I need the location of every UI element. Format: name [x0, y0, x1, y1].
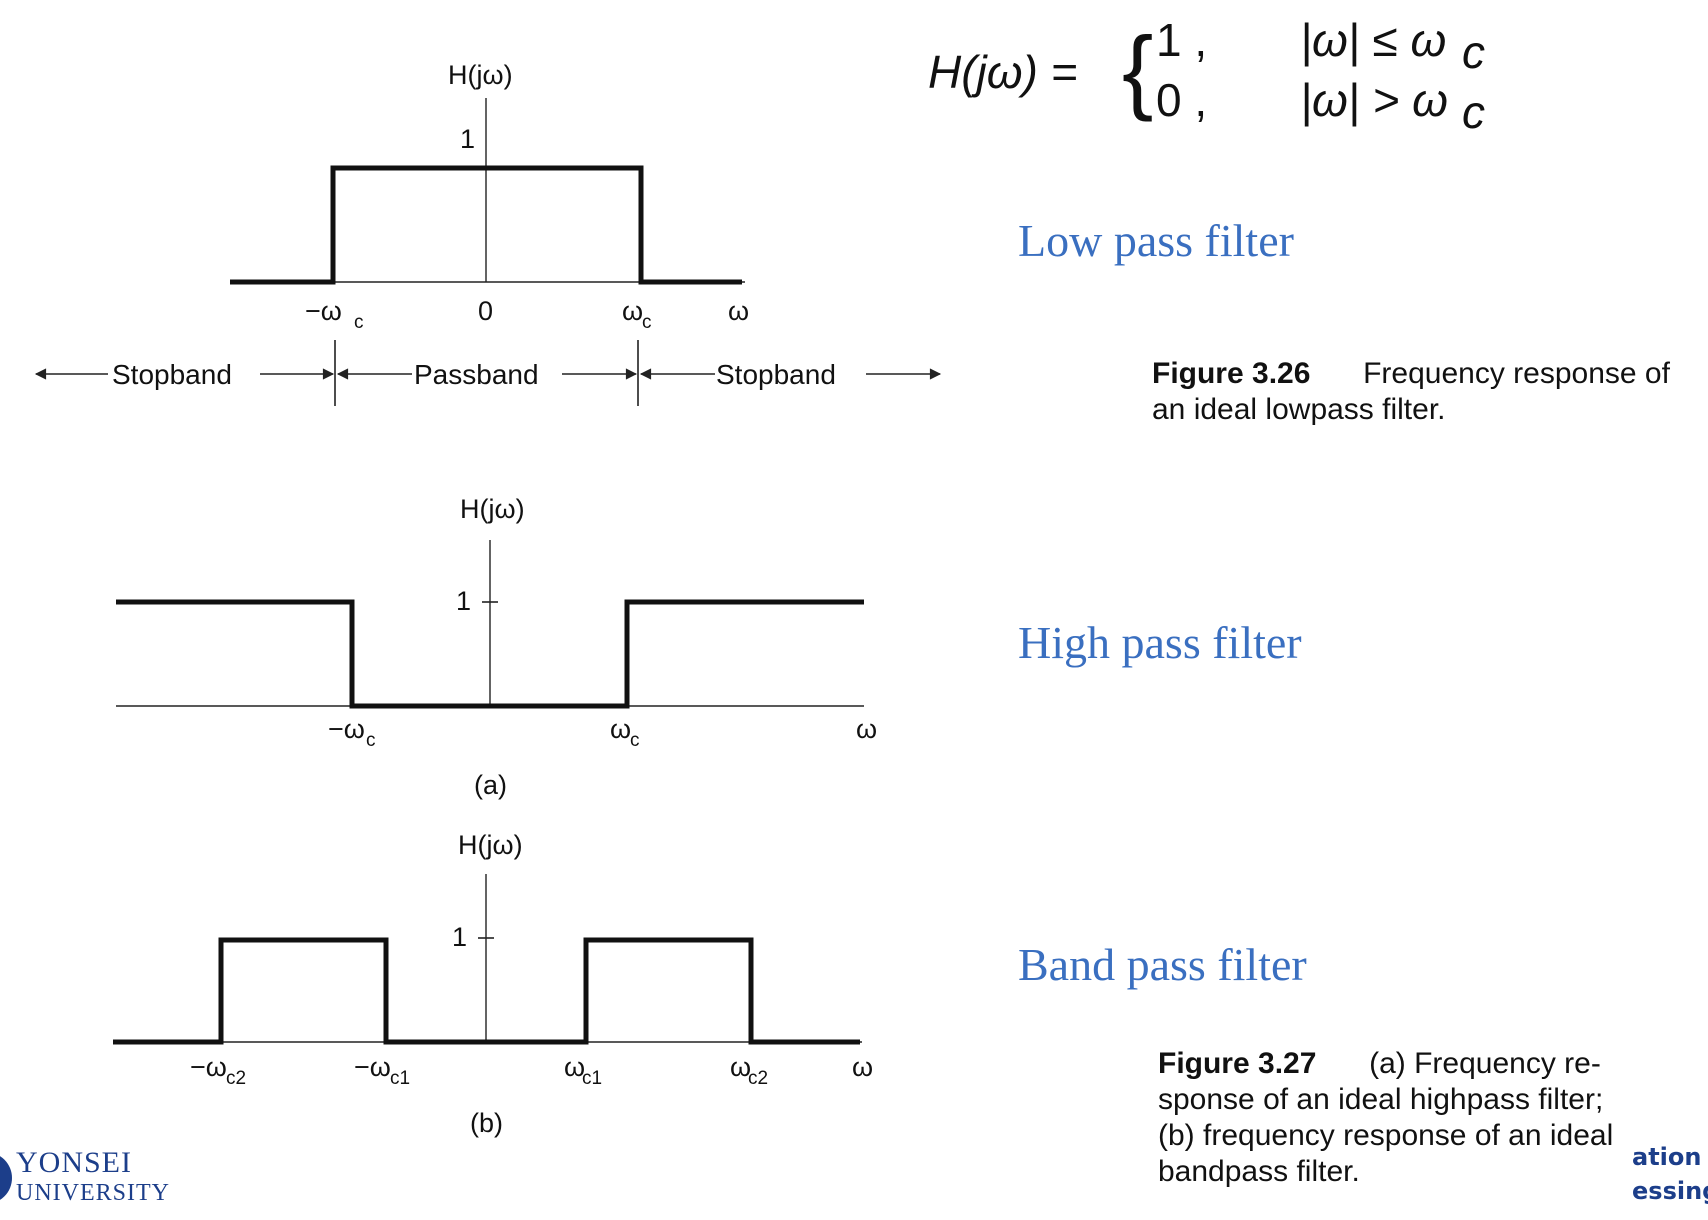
bandpass-x-omega: ω: [852, 1052, 873, 1082]
bandpass-tick-neg-wc2-sub: c2: [226, 1068, 246, 1089]
lowpass-tick-wc-sub: c: [642, 312, 652, 333]
lowpass-x-omega: ω: [728, 296, 749, 326]
bandpass-filter-title: Band pass filter: [1018, 939, 1307, 990]
highpass-tick-wc: ω: [610, 714, 631, 744]
highpass-ylabel: H(jω): [460, 494, 525, 524]
lowpass-tick-neg-wc: −ω: [305, 296, 342, 326]
highpass-response: [116, 599, 864, 709]
highpass-panel-label: (a): [474, 770, 507, 800]
lowpass-plot: H(jω) 1 −ω c 0 ω c ω Stopband Passband S…: [34, 60, 942, 406]
highpass-filter-title: High pass filter: [1018, 617, 1302, 668]
lowpass-ylabel: H(jω): [448, 60, 513, 90]
yonsei-logo: YONSEI UNIVERSITY: [0, 1142, 180, 1212]
bandpass-tick-neg-wc1-sub: c1: [390, 1068, 410, 1089]
equation-case2-sub: c: [1462, 86, 1485, 138]
figure-3-27-line4: bandpass filter.: [1158, 1155, 1360, 1188]
equation-case2-value: 0 ,: [1156, 74, 1207, 126]
lowpass-filter-title: Low pass filter: [1018, 215, 1294, 266]
logo-line2: UNIVERSITY: [16, 1180, 170, 1206]
band-label-stopband-right: Stopband: [716, 359, 836, 390]
lowpass-tick-wc: ω: [622, 296, 643, 326]
band-label-stopband-left: Stopband: [112, 359, 232, 390]
figure-3-26-line1: Frequency response of: [1363, 357, 1670, 390]
bandpass-tick-wc1: ω: [564, 1052, 585, 1082]
figure-3-27-number: Figure 3.27: [1158, 1047, 1317, 1080]
bandpass-panel-label: (b): [470, 1108, 503, 1138]
equation-case1-sub: c: [1462, 26, 1485, 78]
figure-3-27-line1: (a) Frequency re-: [1369, 1047, 1601, 1080]
equation-brace: {: [1122, 17, 1153, 122]
figure-3-26-number: Figure 3.26: [1152, 357, 1311, 390]
bandpass-ytick-1: 1: [452, 922, 467, 952]
equation-lhs: H(jω) =: [928, 46, 1078, 98]
footer-corner-text: ation essing: [1632, 1140, 1708, 1208]
highpass-ytick-1: 1: [456, 586, 471, 616]
bandpass-plot: H(jω) 1 −ω c2 −ω c1 ω c1 ω c2 ω (b): [113, 830, 873, 1138]
equation-case2-condition: |ω| > ω: [1300, 74, 1448, 126]
figure-3-27-caption: Figure 3.27 (a) Frequency re- sponse of …: [1158, 1046, 1613, 1190]
equation-case1-condition: |ω| ≤ ω: [1300, 14, 1446, 66]
highpass-plot: H(jω) 1 −ω c ω c ω (a): [116, 494, 877, 800]
highpass-tick-wc-sub: c: [630, 730, 640, 751]
highpass-tick-neg-wc: −ω: [328, 714, 365, 744]
logo-line1: YONSEI: [16, 1146, 132, 1179]
filter-equation: H(jω) = { 1 , 0 , |ω| ≤ ω c |ω| > ω c: [928, 14, 1485, 138]
bandpass-response: [113, 937, 860, 1045]
figure-3-26-caption: Figure 3.26 Frequency response of an ide…: [1152, 356, 1670, 428]
bandpass-tick-neg-wc1: −ω: [354, 1052, 391, 1082]
lowpass-tick-neg-wc-sub: c: [354, 312, 364, 333]
bandpass-tick-wc2: ω: [730, 1052, 751, 1082]
equation-case1-value: 1 ,: [1156, 14, 1207, 66]
lowpass-response: [230, 165, 742, 285]
bandpass-ylabel: H(jω): [458, 830, 523, 860]
yonsei-emblem-icon: [0, 1152, 12, 1204]
highpass-tick-neg-wc-sub: c: [366, 730, 376, 751]
figure-3-26-line2: an ideal lowpass filter.: [1152, 393, 1446, 426]
figure-3-27-line3: (b) frequency response of an ideal: [1158, 1119, 1614, 1152]
bandpass-tick-wc1-sub: c1: [582, 1068, 602, 1089]
lowpass-ytick-1: 1: [460, 124, 475, 154]
band-label-passband: Passband: [414, 359, 539, 390]
bandpass-tick-wc2-sub: c2: [748, 1068, 768, 1089]
lowpass-tick-zero: 0: [478, 296, 493, 326]
footer-corner-line1: ation: [1632, 1143, 1702, 1171]
footer-corner-line2: essing: [1632, 1177, 1708, 1205]
highpass-x-omega: ω: [856, 714, 877, 744]
bandpass-tick-neg-wc2: −ω: [190, 1052, 227, 1082]
figure-3-27-line2: sponse of an ideal highpass filter;: [1158, 1083, 1604, 1116]
